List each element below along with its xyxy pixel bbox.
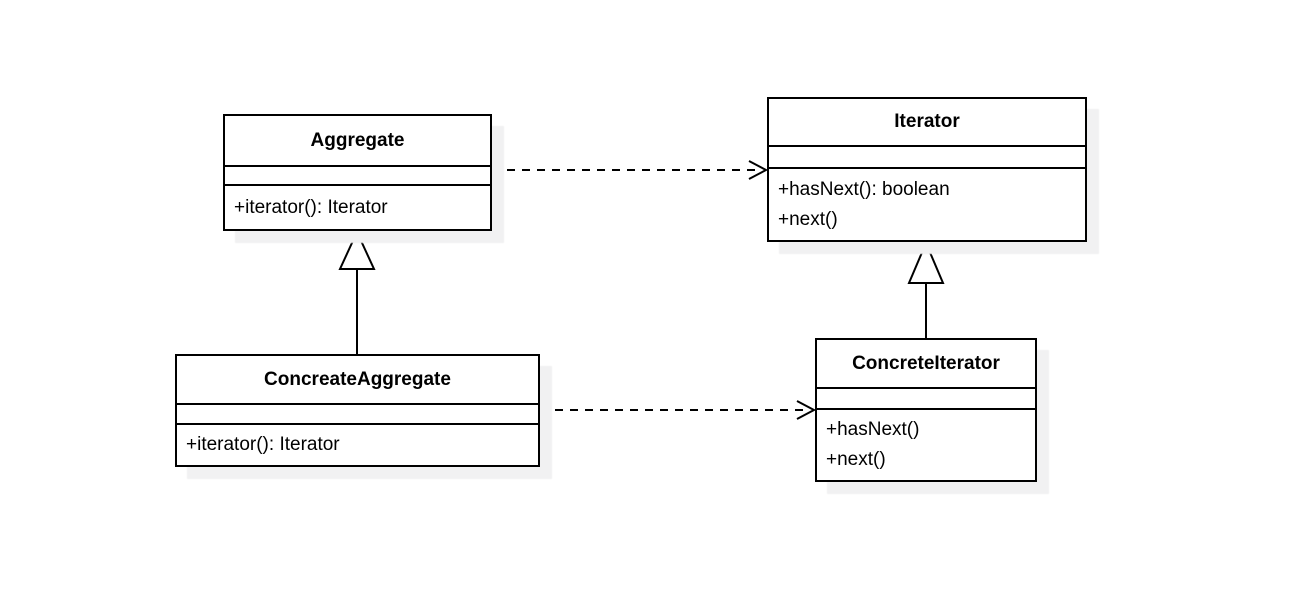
- methods-compartment: +hasNext(): boolean +next(): [769, 169, 1085, 240]
- class-box-concrete-iterator[interactable]: ConcreteIterator +hasNext() +next(): [815, 338, 1037, 482]
- class-name: ConcreateAggregate: [177, 356, 538, 405]
- class-name: ConcreteIterator: [817, 340, 1035, 389]
- attributes-compartment-empty: [177, 405, 538, 425]
- methods-compartment: +iterator(): Iterator: [177, 425, 538, 465]
- method-label: +iterator(): Iterator: [234, 196, 388, 218]
- open-arrowhead-icon: [748, 160, 769, 180]
- method-label: +hasNext(): [826, 419, 920, 440]
- methods-compartment: +hasNext() +next(): [817, 410, 1035, 480]
- attributes-compartment-empty: [225, 167, 490, 186]
- method-label: +hasNext(): boolean: [778, 178, 950, 200]
- method-label: +iterator(): Iterator: [186, 434, 340, 455]
- hollow-triangle-arrowhead-icon: [907, 240, 945, 284]
- attributes-compartment-empty: [817, 389, 1035, 410]
- class-box-iterator[interactable]: Iterator +hasNext(): boolean +next(): [767, 97, 1087, 242]
- method-label: +next(): [826, 449, 886, 470]
- attributes-compartment-empty: [769, 147, 1085, 169]
- hollow-triangle-arrowhead-icon: [338, 229, 376, 270]
- class-name: Aggregate: [225, 116, 490, 167]
- generalization-arrow-concreateaggregate-to-aggregate[interactable]: [338, 229, 376, 354]
- dependency-arrow-aggregate-to-iterator[interactable]: [492, 160, 769, 180]
- class-box-concreate-aggregate[interactable]: ConcreateAggregate +iterator(): Iterator: [175, 354, 540, 467]
- method-label: +next(): [778, 208, 838, 230]
- class-box-aggregate[interactable]: Aggregate +iterator(): Iterator: [223, 114, 492, 231]
- dependency-arrow-concreateaggregate-to-concreteiterator[interactable]: [540, 400, 817, 420]
- methods-compartment: +iterator(): Iterator: [225, 186, 490, 229]
- open-arrowhead-icon: [796, 400, 817, 420]
- generalization-arrow-concreteiterator-to-iterator[interactable]: [907, 240, 945, 338]
- class-name: Iterator: [769, 99, 1085, 147]
